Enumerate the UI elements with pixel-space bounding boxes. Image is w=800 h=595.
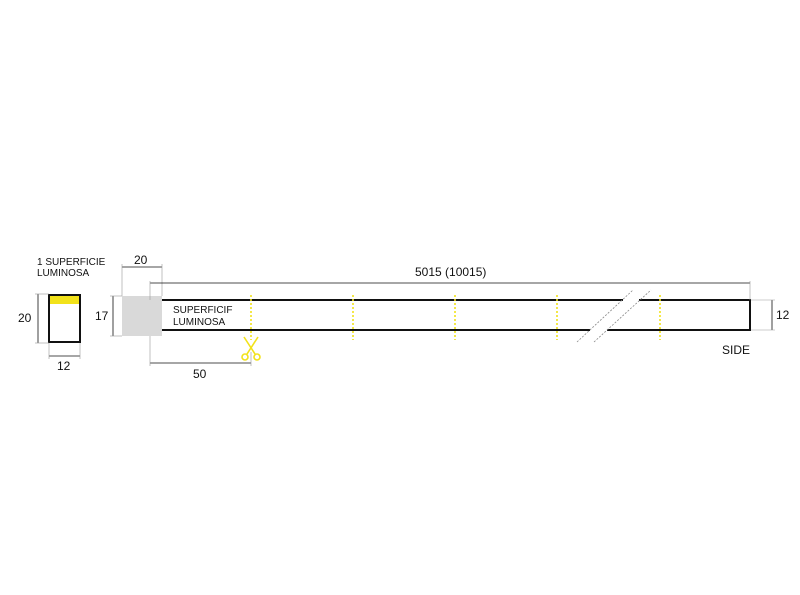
side-label: SIDE (722, 343, 750, 357)
profile-label-2: LUMINOSA (37, 268, 90, 279)
cap-height-dim: 17 (95, 309, 109, 323)
break-line (576, 289, 634, 343)
strip-side-view: SUPERFICIF LUMINOSA SIDE (122, 289, 751, 361)
luminous-surface (50, 296, 79, 304)
profile-height-dim: 20 (18, 311, 32, 325)
cut-lines (250, 295, 661, 340)
profile-section: 1 SUPERFICIE LUMINOSA 20 12 (18, 257, 106, 373)
break-line (593, 289, 652, 343)
dimensions: 20 5015 (10015) 17 12 50 (95, 253, 790, 381)
end-cap (122, 296, 162, 336)
surface-label-1: SUPERFICIF (173, 305, 232, 316)
surface-label-2: LUMINOSA (173, 317, 226, 328)
cap-width-dim: 20 (134, 253, 148, 267)
scissors-icon (241, 336, 261, 361)
profile-label-1: 1 SUPERFICIE (37, 257, 106, 268)
profile-width-dim: 12 (57, 359, 71, 373)
strip-height-dim: 12 (776, 308, 790, 322)
length-dim: 5015 (10015) (415, 265, 486, 279)
cut-interval-dim: 50 (193, 367, 207, 381)
